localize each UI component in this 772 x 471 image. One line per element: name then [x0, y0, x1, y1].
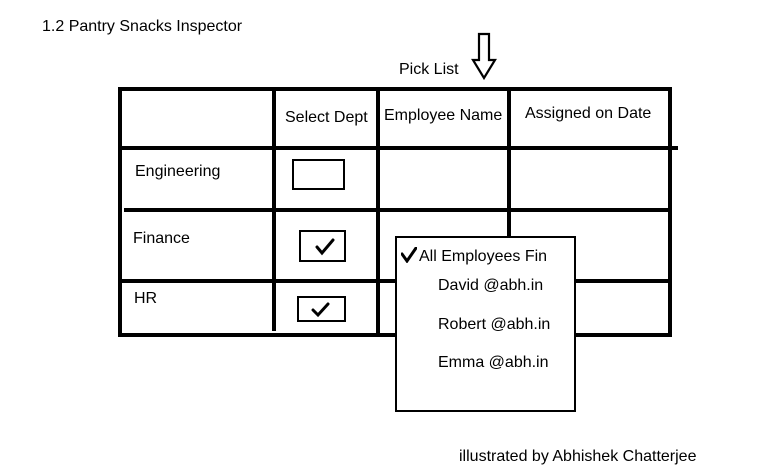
checkmark-icon: [400, 246, 419, 267]
page-title: 1.2 Pantry Snacks Inspector: [42, 18, 243, 35]
column-header-employee-name: Employee Name: [384, 107, 503, 124]
dept-label-hr: HR: [134, 290, 158, 307]
checkmark-icon: [311, 302, 330, 318]
all-employees-label: All Employees Fin: [419, 248, 548, 266]
illustration-credit: illustrated by Abhishek Chatterjee: [459, 448, 697, 465]
table-bottom-border: [576, 333, 672, 337]
table-column-divider: [376, 87, 380, 335]
table-left-border: [118, 87, 122, 337]
checkmark-icon: [315, 238, 335, 256]
table-bottom-border: [118, 333, 396, 337]
select-dept-checkbox-finance[interactable]: [299, 230, 346, 262]
dept-label-finance: Finance: [133, 230, 190, 247]
select-dept-checkbox-hr[interactable]: [297, 296, 346, 322]
employee-option[interactable]: Robert @abh.in: [438, 316, 551, 333]
table-header-divider: [118, 146, 678, 150]
employee-pick-list-dropdown[interactable]: [395, 236, 576, 412]
down-arrow-icon: [471, 32, 497, 80]
column-header-assigned-date: Assigned on Date: [525, 105, 652, 122]
pick-list-label: Pick List: [399, 61, 459, 78]
table-top-border: [118, 87, 672, 91]
all-employees-option[interactable]: All Employees Fin: [400, 246, 548, 267]
table-right-border: [668, 87, 672, 337]
employee-option[interactable]: David @abh.in: [438, 277, 544, 294]
employee-option[interactable]: Emma @abh.in: [438, 354, 549, 371]
table-column-divider: [272, 87, 276, 331]
column-header-select-dept: Select Dept: [285, 109, 368, 126]
table-column-divider: [507, 87, 511, 237]
select-dept-checkbox-engineering[interactable]: [292, 159, 345, 190]
dept-label-engineering: Engineering: [135, 163, 221, 180]
table-row-divider: [124, 208, 670, 212]
